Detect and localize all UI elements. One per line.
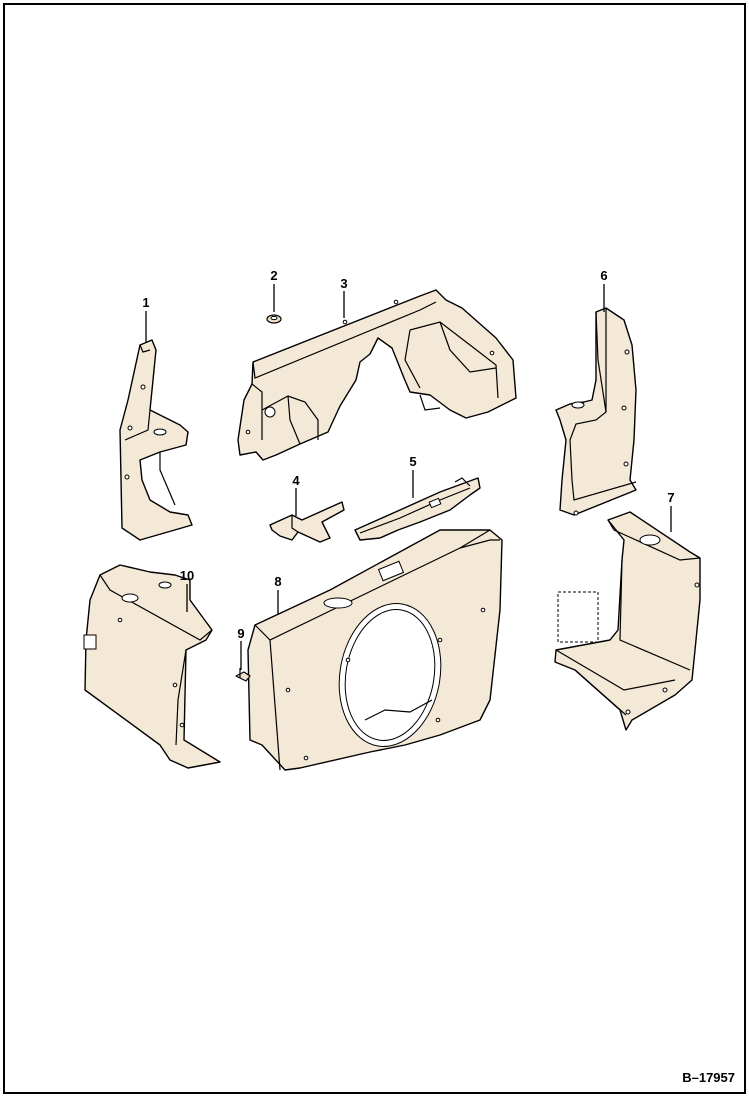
callout-2: 2 <box>270 268 277 283</box>
part-10-left-lower-panel <box>83 564 221 769</box>
callout-5: 5 <box>409 454 416 469</box>
part-7-right-lower-panel <box>554 511 701 731</box>
part-3-upper-center-panel <box>237 289 517 461</box>
callout-labels: 1 2 3 4 5 6 7 8 9 10 <box>142 268 674 641</box>
part-6-right-upper-panel <box>555 307 637 516</box>
part-5-long-bracket <box>354 477 481 541</box>
callout-6: 6 <box>600 268 607 283</box>
part-4-bracket <box>269 501 345 543</box>
part-9-bolt <box>235 668 251 682</box>
callout-10: 10 <box>180 568 194 583</box>
callout-7: 7 <box>667 490 674 505</box>
callout-1: 1 <box>142 295 149 310</box>
callout-3: 3 <box>340 276 347 291</box>
drawing-reference-number: B–17957 <box>682 1070 735 1085</box>
part-8-fan-shroud <box>247 529 503 771</box>
drawing-frame <box>3 3 746 1094</box>
part-2-nut <box>266 314 282 324</box>
part-1-left-upper-panel <box>119 339 193 541</box>
callout-4: 4 <box>292 473 300 488</box>
callout-9: 9 <box>237 626 244 641</box>
leader-lines <box>145 284 672 670</box>
callout-8: 8 <box>274 574 281 589</box>
